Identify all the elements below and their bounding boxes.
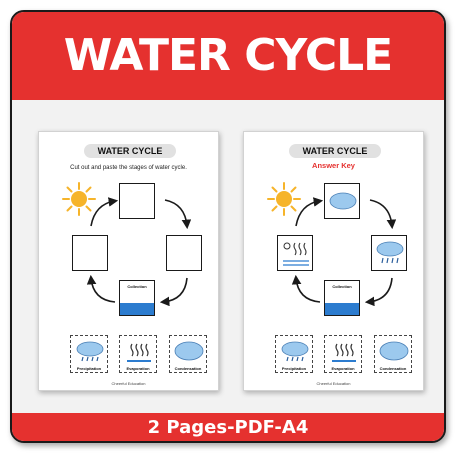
rain-cloud-icon — [76, 341, 104, 362]
cutout-label: Evaporation — [126, 366, 150, 371]
cutout-label: Precipitation — [76, 366, 102, 371]
answer-key-page: WATER CYCLE Answer Key — [243, 131, 424, 391]
brand-footer: Cheerful Education — [316, 381, 351, 386]
cloud-icon — [379, 341, 409, 361]
cutout-evaporation: Evaporation — [324, 335, 362, 373]
worksheet-page: WATER CYCLE Cut out and paste the stages… — [38, 131, 219, 391]
cutout-condensation: Condensation — [169, 335, 207, 373]
worksheet-instruction: Cut out and paste the stages of water cy… — [70, 165, 187, 171]
cutout-condensation: Condensation — [374, 335, 412, 373]
evaporation-icon — [283, 242, 309, 266]
footer-text: 2 Pages-PDF-A4 — [147, 417, 309, 438]
paste-box-right — [166, 235, 202, 271]
cloud-icon — [174, 341, 204, 361]
evaporation-icon — [332, 343, 356, 362]
collection-water — [325, 303, 359, 315]
collection-label: Collection — [127, 284, 147, 289]
cutout-precipitation: Precipitation — [275, 335, 313, 373]
answer-box-precipitation — [371, 235, 407, 271]
footer-banner: 2 Pages-PDF-A4 — [12, 413, 444, 441]
answer-key-subtitle: Answer Key — [312, 161, 355, 170]
cutout-precipitation: Precipitation — [70, 335, 108, 373]
banner-title: WATER CYCLE — [63, 30, 393, 81]
cloud-icon — [329, 192, 357, 210]
answer-box-condensation — [324, 183, 360, 219]
collection-box: Collection — [324, 280, 360, 316]
collection-box: Collection — [119, 280, 155, 316]
preview-area: WATER CYCLE Cut out and paste the stages… — [12, 100, 444, 413]
answer-key-title: WATER CYCLE — [289, 144, 381, 158]
paste-box-top — [119, 183, 155, 219]
product-card: WATER CYCLE WATER CYCLE Cut out and past… — [10, 10, 446, 443]
answer-box-evaporation — [277, 235, 313, 271]
paste-box-left — [72, 235, 108, 271]
sun-icon — [267, 182, 301, 216]
evaporation-icon — [127, 343, 151, 362]
rain-cloud-icon — [376, 241, 404, 264]
title-banner: WATER CYCLE — [12, 12, 444, 100]
cutout-label: Condensation — [379, 366, 407, 371]
cutout-label: Precipitation — [281, 366, 307, 371]
collection-water — [120, 303, 154, 315]
rain-cloud-icon — [281, 341, 309, 362]
brand-footer: Cheerful Education — [111, 381, 146, 386]
cutout-label: Condensation — [174, 366, 202, 371]
worksheet-title: WATER CYCLE — [84, 144, 176, 158]
cutout-evaporation: Evaporation — [119, 335, 157, 373]
collection-label: Collection — [332, 284, 352, 289]
cutout-label: Evaporation — [331, 366, 355, 371]
cycle-arrows — [86, 197, 192, 307]
cycle-arrows — [291, 197, 397, 307]
sun-icon — [62, 182, 96, 216]
